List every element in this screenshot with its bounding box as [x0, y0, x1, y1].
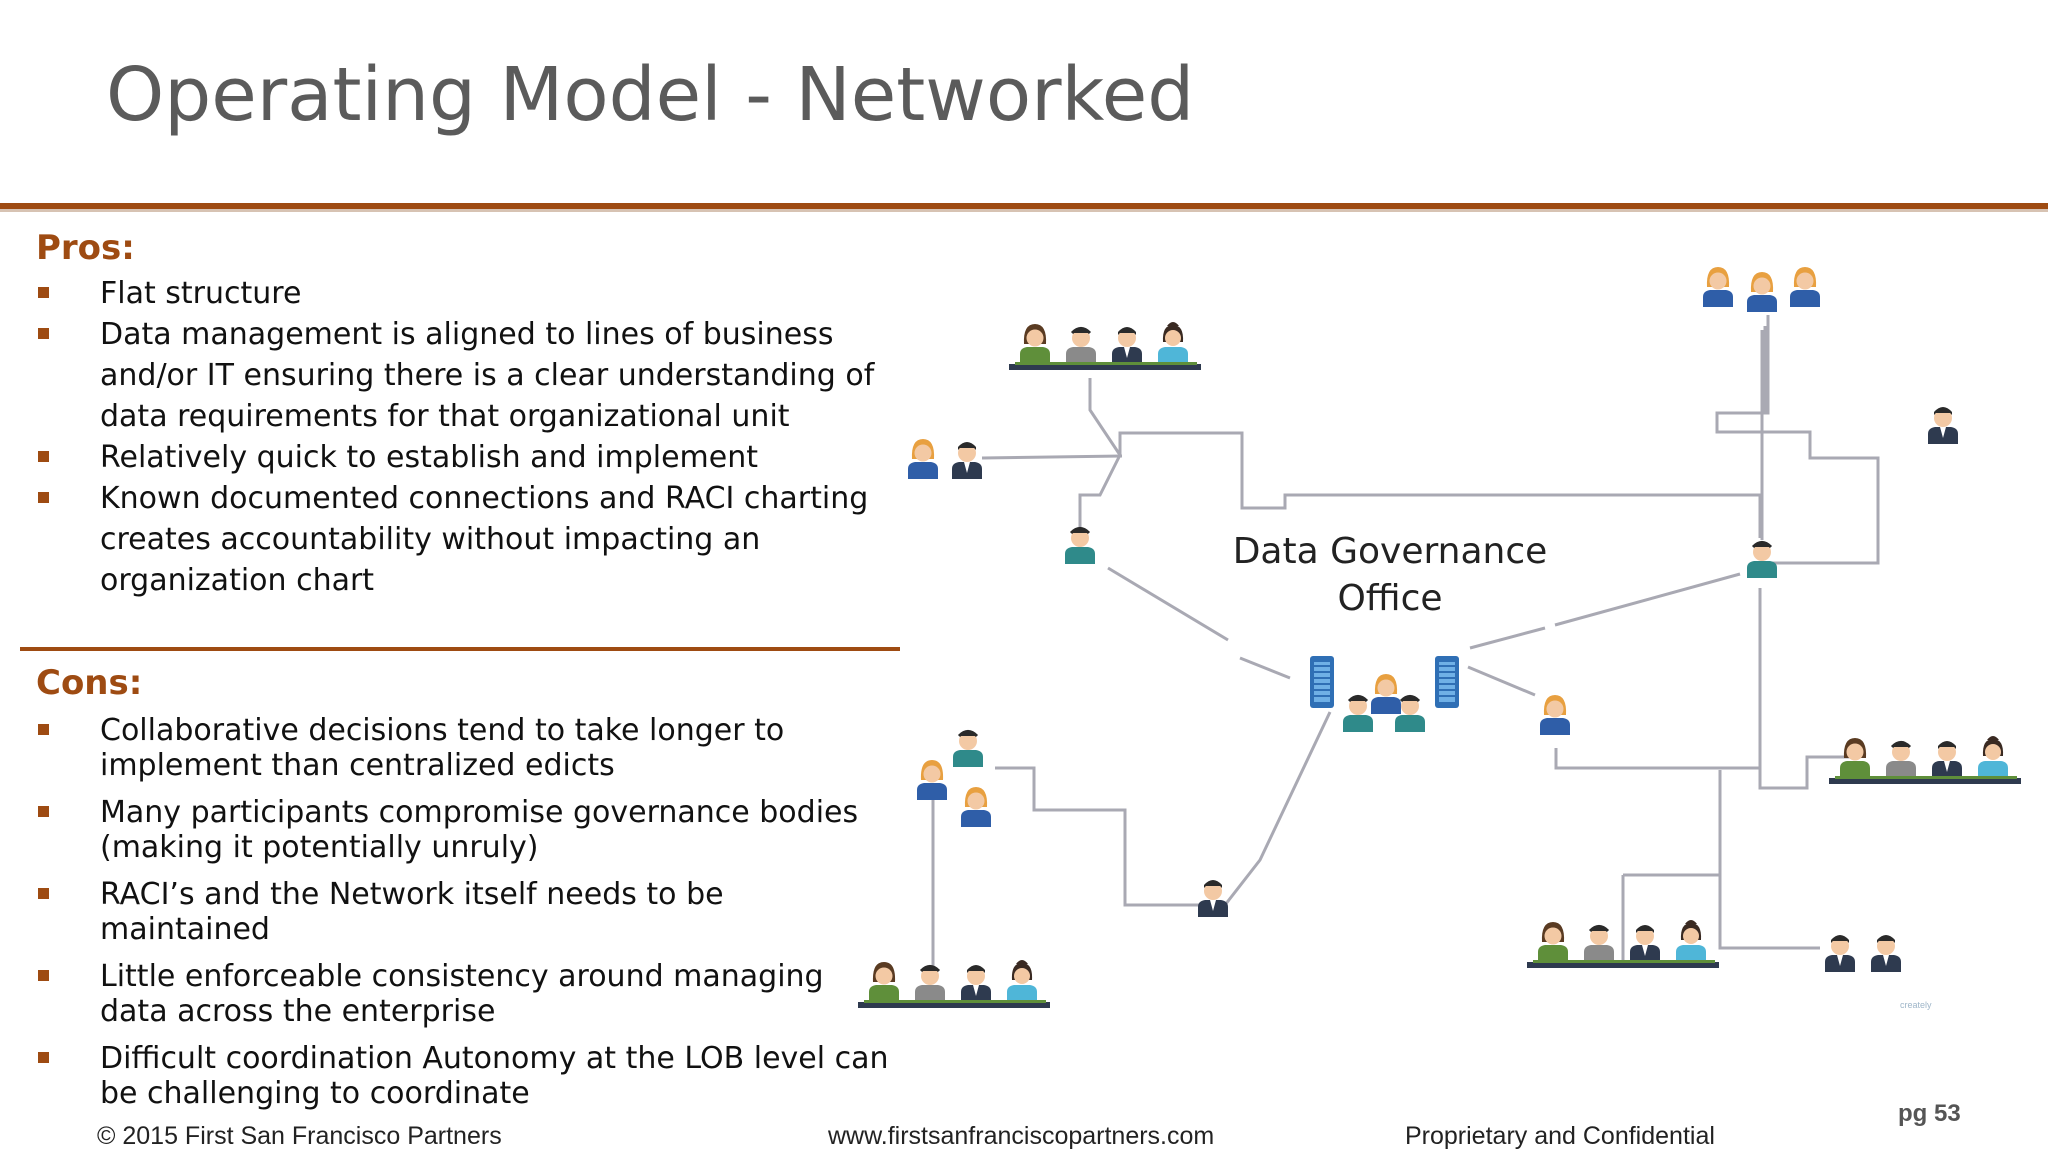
cons-heading: Cons:: [36, 663, 143, 703]
header-divider-shadow: [0, 209, 2048, 212]
person-icon: [1747, 272, 1777, 312]
person-icon: [951, 730, 985, 769]
creately-watermark: creately: [1900, 1000, 1932, 1010]
person-icon: [1928, 407, 1958, 444]
cons-item: RACI’s and the Network itself needs to b…: [36, 877, 896, 947]
footer-website: www.firstsanfranciscopartners.com: [828, 1122, 1215, 1150]
pros-item: Flat structure: [36, 273, 896, 314]
footer-confidential: Proprietary and Confidential: [1405, 1122, 1715, 1150]
team-icon: [1829, 736, 2021, 784]
person-icon: [1371, 674, 1401, 714]
building-icon: [1309, 655, 1335, 709]
pros-list: Flat structure Data management is aligne…: [36, 273, 896, 601]
section-divider: [20, 647, 900, 651]
person-icon: [908, 439, 938, 479]
page-number: pg 53: [1898, 1100, 1961, 1127]
header-divider: [0, 203, 2048, 209]
person-icon: [1703, 267, 1733, 307]
person-icon: [1063, 527, 1097, 566]
cons-item: Many participants compromise governance …: [36, 795, 896, 865]
person-icon: [1790, 267, 1820, 307]
person-icon: [1871, 935, 1901, 972]
footer-copyright: © 2015 First San Francisco Partners: [97, 1122, 502, 1150]
person-icon: [1745, 541, 1779, 580]
person-icon: [952, 442, 982, 479]
team-icon: [858, 960, 1050, 1008]
connector-lines: [931, 315, 1880, 978]
cons-item: Collaborative decisions tend to take lon…: [36, 713, 896, 783]
person-icon: [1540, 695, 1570, 735]
cons-item: Little enforceable consistency around ma…: [36, 959, 896, 1029]
person-icon: [917, 760, 947, 800]
pros-item: Data management is aligned to lines of b…: [36, 314, 896, 437]
pros-heading: Pros:: [36, 228, 135, 268]
dgo-label: Data Governance Office: [1232, 531, 1548, 619]
slide-title: Operating Model - Networked: [106, 52, 1195, 138]
person-icon: [961, 787, 991, 827]
team-icon: [1009, 322, 1201, 370]
cons-item: Difficult coordination Autonomy at the L…: [36, 1041, 896, 1111]
cons-list: Collaborative decisions tend to take lon…: [36, 713, 896, 1123]
pros-item: Relatively quick to establish and implem…: [36, 437, 896, 478]
building-icon: [1434, 655, 1460, 709]
pros-item: Known documented connections and RACI ch…: [36, 478, 896, 601]
person-icon: [1341, 695, 1375, 734]
person-icon: [1825, 935, 1855, 972]
person-icon: [1198, 880, 1228, 917]
